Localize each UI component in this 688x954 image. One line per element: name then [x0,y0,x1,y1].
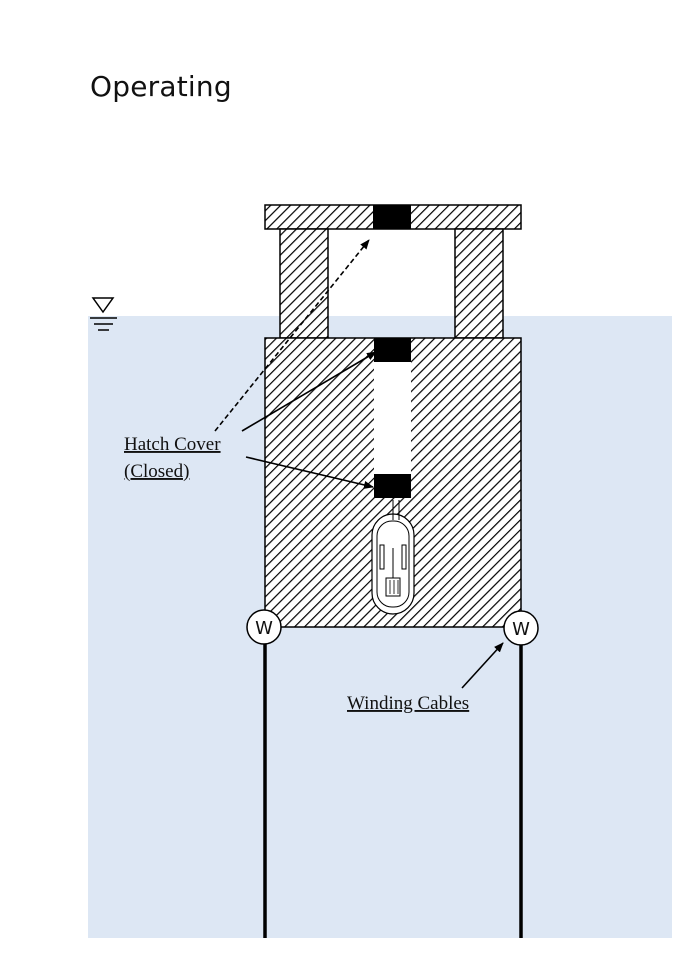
hatch-cover-top [373,205,411,229]
winch-icon-left: W [246,609,282,645]
arrow-to-lower-cover [245,456,374,489]
arrow-to-top-cover [214,239,370,432]
winch-right-label: W [512,619,530,640]
water-level-icon [90,297,117,331]
winch-left-label: W [255,618,273,639]
winch-icon-right: W [503,610,539,646]
left-column [279,228,329,339]
hatch-cover-middle [374,338,411,362]
hatch-cover-lower [374,474,411,498]
page-title: Operating [90,70,232,103]
arrow-to-middle-cover [241,351,377,432]
shaft [374,338,411,498]
right-column [454,228,504,339]
hatch-cover-label: Hatch Cover [124,434,221,455]
hatch-cover-state-label: (Closed) [124,461,189,482]
reactor-vessel-icon [371,500,415,615]
winding-cables-label: Winding Cables [347,693,469,714]
arrow-to-winch [461,642,504,689]
